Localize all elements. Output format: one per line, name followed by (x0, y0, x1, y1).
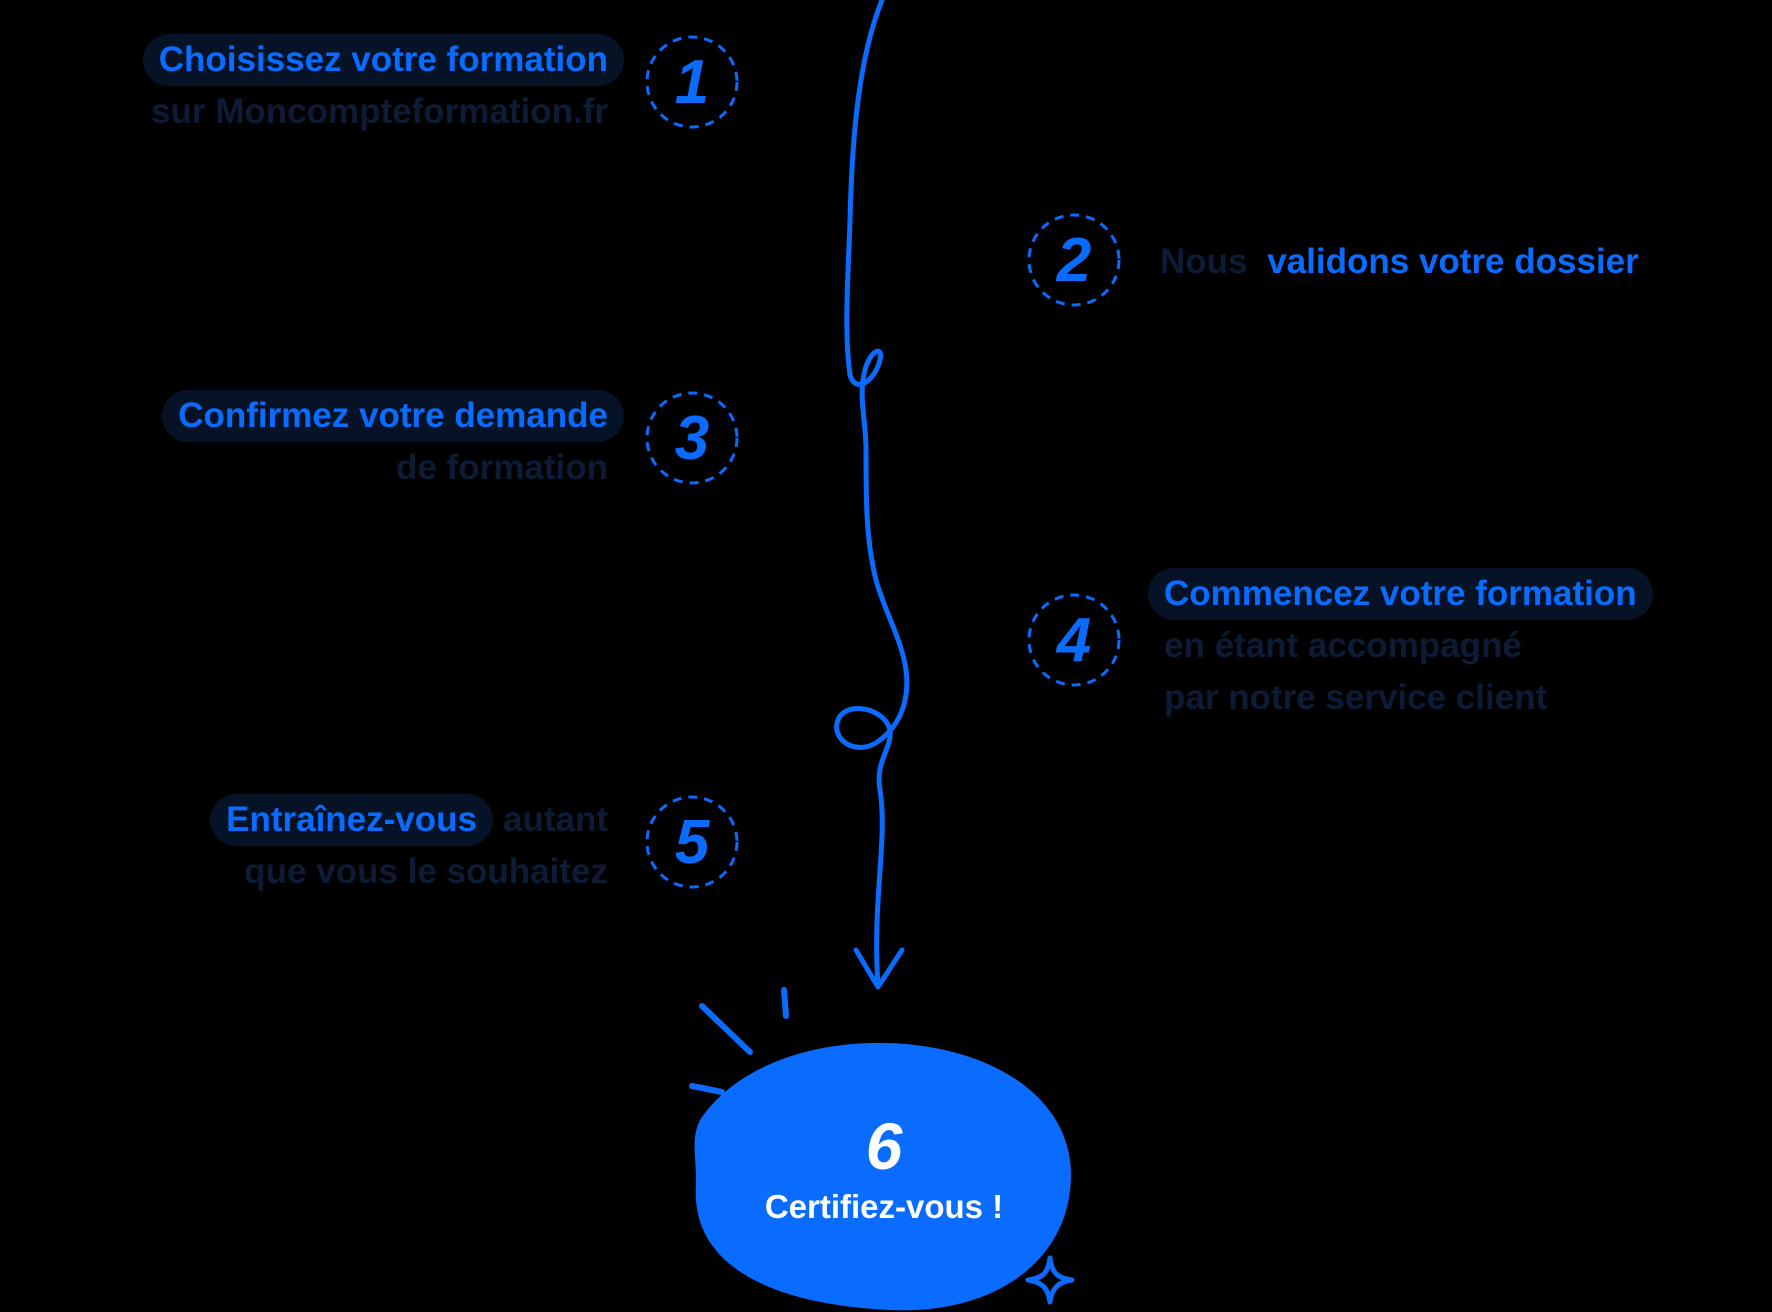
final-step-number: 6 (865, 1109, 903, 1183)
step-1-rest: sur Moncompteformation.fr (151, 92, 608, 131)
step-2-text: Nous validons votre dossier (1160, 236, 1639, 288)
step-5-circle: 5 (644, 794, 740, 890)
final-step-label: Certifiez-vous ! (764, 1188, 1004, 1225)
final-blob (694, 1042, 1071, 1311)
step-1-circle: 1 (644, 34, 740, 130)
step-3-rest: de formation (396, 448, 608, 487)
dashed-circle-icon (645, 391, 739, 485)
step-2-highlight: validons votre dossier (1267, 242, 1639, 281)
step-5-inline-rest: autant (503, 800, 608, 839)
burst-lines-icon (689, 987, 789, 1095)
step-4-number: 4 (1056, 605, 1092, 675)
dashed-circle-icon (645, 795, 739, 889)
step-4-rest-line1: en étant accompagné (1164, 626, 1522, 665)
step-5-rest: que vous le souhaitez (244, 852, 608, 891)
step-5-text: Entraînez-vous autant que vous le souhait… (210, 794, 608, 898)
step-4-highlight: Commencez votre formation (1148, 568, 1653, 620)
dashed-circle-icon (645, 35, 739, 129)
step-5-number: 5 (674, 807, 710, 877)
arrow-head-icon (853, 947, 905, 990)
step-2-circle: 2 (1026, 212, 1122, 308)
step-4-circle: 4 (1026, 592, 1122, 688)
step-3-number: 3 (674, 403, 710, 473)
step-2-number: 2 (1056, 225, 1092, 295)
step-4-text: Commencez votre formation en étant accom… (1148, 568, 1653, 724)
dashed-circle-icon (1027, 593, 1121, 687)
curly-arrow-icon (834, 0, 910, 988)
step-3-highlight: Confirmez votre demande (162, 390, 624, 442)
step-4-rest-line2: par notre service client (1164, 678, 1548, 717)
sparkle-icon (1025, 1255, 1075, 1305)
step-1-text: Choisissez votre formation sur Moncompte… (142, 34, 624, 138)
dashed-circle-icon (1027, 213, 1121, 307)
step-1-number: 1 (674, 47, 710, 117)
step-2-prefix: Nous (1160, 242, 1248, 281)
step-1-highlight: Choisissez votre formation (142, 34, 624, 86)
step-3-text: Confirmez votre demande de formation (162, 390, 624, 494)
step-5-highlight: Entraînez-vous (210, 794, 493, 846)
step-3-circle: 3 (644, 390, 740, 486)
